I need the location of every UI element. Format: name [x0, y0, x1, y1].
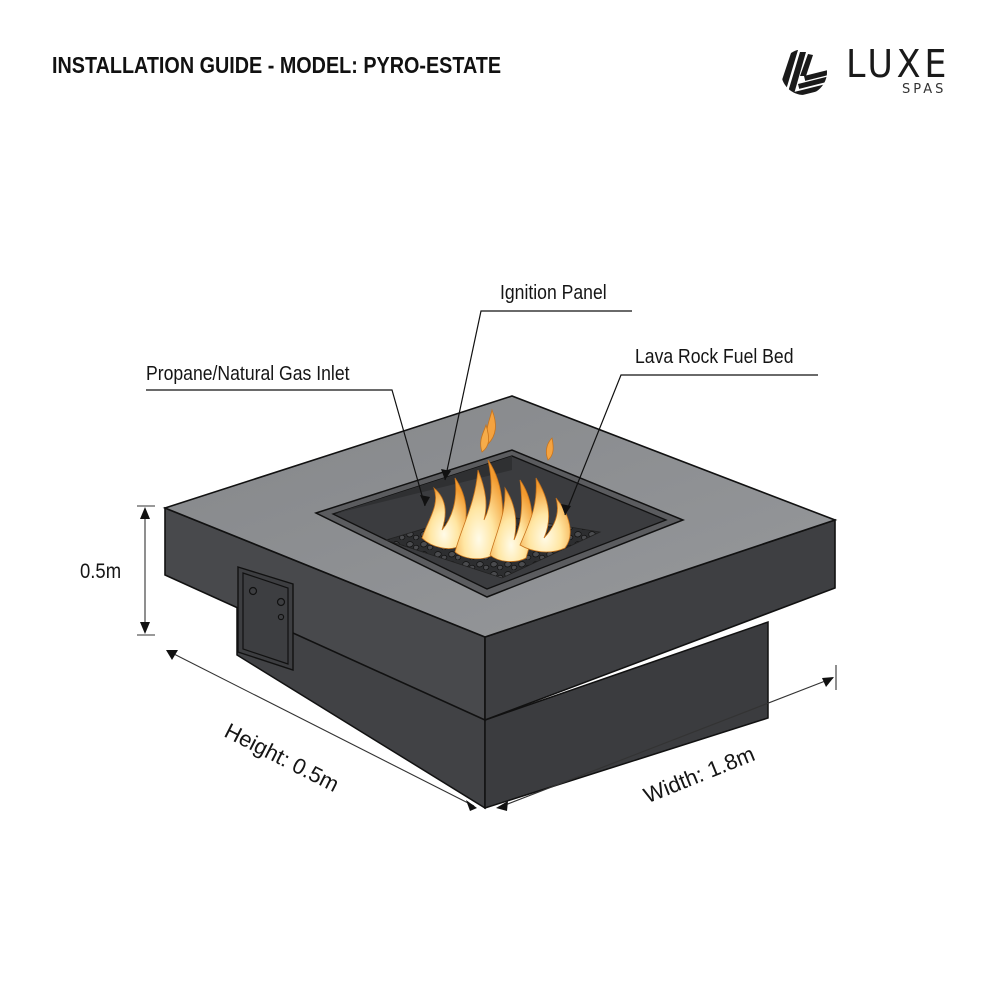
- arrowhead-icon: [466, 800, 477, 811]
- panel-button-icon: [277, 613, 285, 621]
- arrowhead-icon: [166, 650, 178, 660]
- flame-icon: [421, 408, 571, 562]
- brand-logo: LUXE SPAS: [778, 40, 978, 100]
- callout-lava-rock-bed: Lava Rock Fuel Bed: [635, 346, 794, 368]
- leader-lava-rock: [564, 374, 818, 516]
- leader-ignition-panel: [444, 310, 632, 481]
- dimension-vertical: [137, 505, 155, 636]
- brand-subtitle: SPAS: [902, 82, 947, 97]
- callout-gas-inlet: Propane/Natural Gas Inlet: [146, 363, 350, 385]
- arrowhead-icon: [140, 507, 150, 519]
- arrowhead-icon: [496, 801, 508, 811]
- gas-inlet-access-panel: [237, 566, 294, 671]
- arrowhead-icon: [441, 469, 451, 480]
- arrowhead-icon: [822, 677, 834, 687]
- callout-ignition-panel: Ignition Panel: [500, 282, 607, 304]
- arrowhead-icon: [561, 504, 571, 515]
- dimension-vertical-label: 0.5m: [80, 560, 122, 583]
- arrowhead-icon: [140, 622, 150, 634]
- panel-knob-icon: [276, 597, 286, 607]
- dimension-depth: [166, 650, 477, 811]
- leader-gas-inlet: [146, 389, 426, 507]
- brand-name: LUXE: [846, 42, 951, 86]
- panel-knob-icon: [248, 586, 258, 596]
- callout-leaders: [146, 310, 818, 516]
- dimension-width: [496, 665, 837, 811]
- luxe-spas-logo-icon: [781, 50, 827, 95]
- page-title: INSTALLATION GUIDE - MODEL: PYRO-ESTATE: [52, 52, 502, 78]
- arrowhead-icon: [420, 495, 430, 506]
